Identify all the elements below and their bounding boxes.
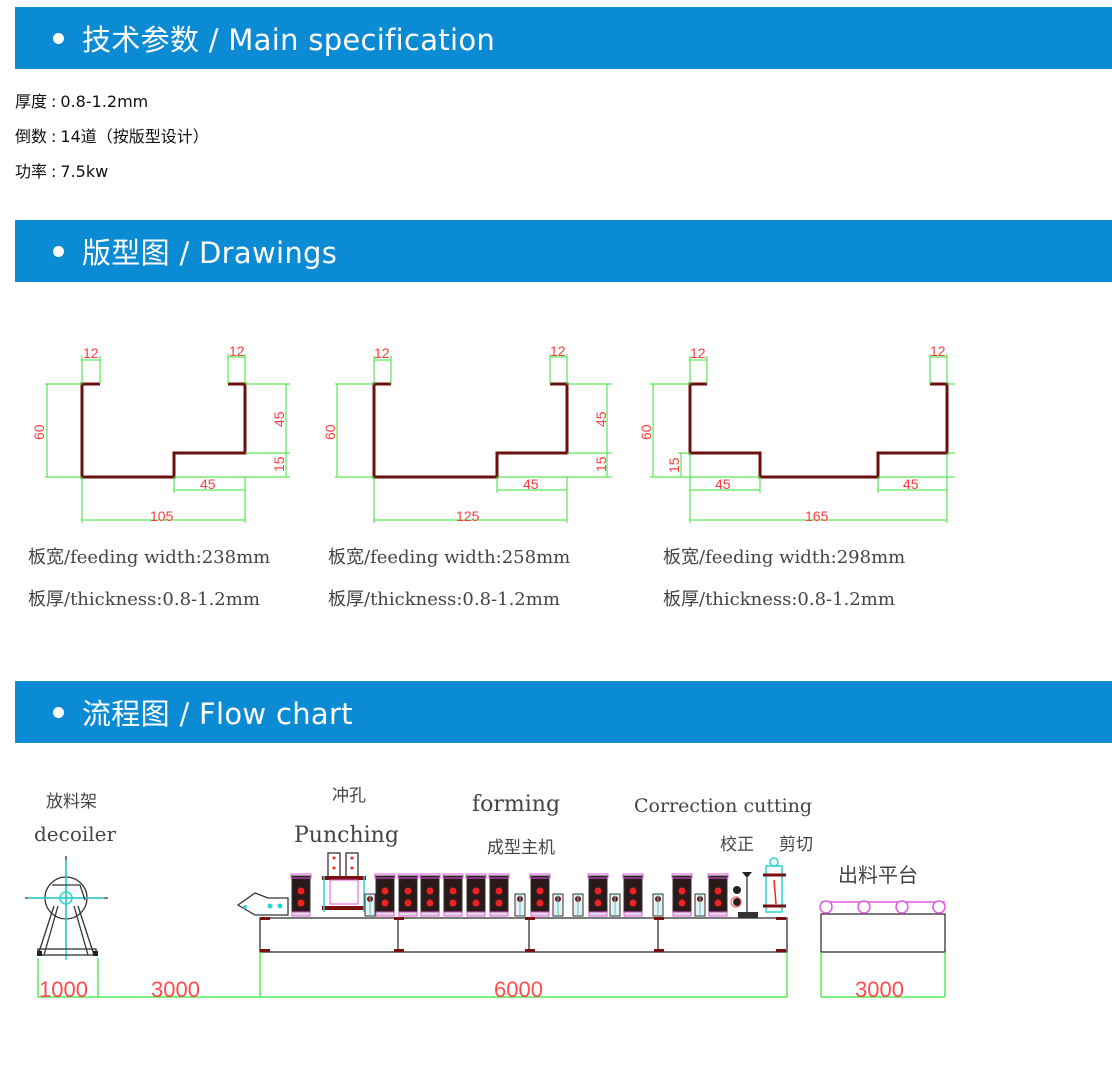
label-decoiler-cn: 放料架	[46, 792, 97, 812]
label-forming-cn: 成型主机	[487, 838, 555, 858]
profile-3-feeding-width: 板宽/feeding width:298mm	[663, 547, 906, 568]
label-forming-en: forming	[472, 792, 560, 817]
label-cutting-cn: 剪切	[779, 835, 813, 855]
section-title: 技术参数 / Main specification	[82, 23, 496, 57]
section-header-spec: 技术参数 / Main specification	[15, 7, 1112, 69]
label-punching-cn: 冲孔	[332, 786, 366, 806]
bullet-icon	[53, 245, 64, 257]
forming-stands	[290, 873, 729, 917]
section-header-drawings: 版型图 / Drawings	[15, 220, 1112, 282]
length-decoiler: 1000	[39, 977, 88, 1002]
length-gap: 3000	[151, 977, 200, 1002]
bullet-icon	[53, 706, 64, 718]
forming-stand-icon	[397, 873, 419, 917]
dim-step: 15	[271, 456, 287, 472]
section-title: 版型图 / Drawings	[82, 236, 338, 270]
dim-step-width: 45	[200, 476, 216, 492]
main-machine-base	[259, 917, 788, 953]
spec-passes: 倒数:14道（按版型设计）	[15, 127, 209, 146]
forming-stand-icon	[419, 873, 441, 917]
cutting-unit-icon	[763, 857, 786, 913]
forming-stand-icon	[529, 873, 551, 917]
forming-stand-icon	[442, 873, 464, 917]
forming-stand-icon	[587, 873, 609, 917]
decoiler-icon	[25, 856, 108, 960]
guide-stand-icon	[572, 893, 584, 917]
entry-guide-icon	[236, 892, 289, 916]
bullet-icon	[53, 32, 64, 44]
spec-thickness: 厚度:0.8-1.2mm	[15, 92, 149, 111]
dim-lip-right: 12	[229, 343, 245, 359]
guide-stand-icon	[552, 893, 564, 917]
dim-total-width: 105	[150, 508, 174, 524]
dim-lip-right: 12	[550, 343, 566, 359]
guide-stand-icon	[514, 893, 526, 917]
dim-step-width: 45	[523, 476, 539, 492]
profile-3-shape	[688, 382, 949, 479]
dim-lip-right: 12	[930, 343, 946, 359]
forming-stand-icon	[488, 873, 510, 917]
output-table-icon	[819, 900, 946, 953]
label-correction-cutting-en: Correction cutting	[634, 795, 812, 817]
dim-total-width: 125	[456, 508, 480, 524]
spec-power: 功率:7.5kw	[15, 162, 109, 181]
flow-chart-diagram: .g{stroke:#33e633;stroke-width:1.2;fill:…	[25, 786, 946, 1002]
dim-step: 15	[593, 456, 609, 472]
profile-drawings: .dl{stroke:#33e633;stroke-width:1;fill:n…	[31, 343, 955, 524]
dim-upper: 45	[593, 411, 609, 427]
dim-upper: 45	[271, 411, 287, 427]
forming-stand-icon	[622, 873, 644, 917]
guide-stand-icon	[652, 893, 664, 917]
profile-1-feeding-width: 板宽/feeding width:238mm	[28, 547, 271, 568]
guide-stand-icon	[364, 893, 376, 917]
profile-2-thickness: 板厚/thickness:0.8-1.2mm	[328, 589, 560, 610]
forming-stand-icon	[374, 873, 396, 917]
length-main-machine: 6000	[494, 977, 543, 1002]
profile-1: 12 12 60 45 15 45 105	[31, 343, 290, 524]
dim-height: 60	[31, 424, 47, 440]
guide-stand-icon	[609, 893, 621, 917]
forming-stand-icon	[465, 873, 487, 917]
section-header-flow: 流程图 / Flow chart	[15, 681, 1112, 743]
label-decoiler-en: decoiler	[34, 822, 117, 846]
profile-3-thickness: 板厚/thickness:0.8-1.2mm	[663, 589, 895, 610]
label-punching-en: Punching	[294, 823, 399, 848]
forming-stand-icon	[671, 873, 693, 917]
label-output-table-cn: 出料平台	[838, 863, 918, 887]
dim-lip-left: 12	[83, 345, 99, 361]
dim-total-width: 165	[805, 508, 829, 524]
guide-stand-icon	[694, 893, 706, 917]
profile-2-feeding-width: 板宽/feeding width:258mm	[328, 547, 571, 568]
dim-height: 60	[638, 424, 654, 440]
profile-1-thickness: 板厚/thickness:0.8-1.2mm	[28, 589, 260, 610]
dim-step-width-left: 45	[715, 476, 731, 492]
length-output-table: 3000	[855, 977, 904, 1002]
forming-stand-icon	[707, 873, 729, 917]
profile-3: 12 12 60 15 45 45 165	[638, 343, 955, 524]
profile-1-shape	[80, 382, 247, 479]
forming-stand-icon	[290, 873, 312, 917]
section-title: 流程图 / Flow chart	[82, 697, 353, 731]
dim-lip-left: 12	[374, 345, 390, 361]
profile-2: 12 12 60 45 15 45 125	[322, 343, 612, 524]
profile-2-shape	[372, 382, 569, 479]
punching-press-icon	[322, 852, 366, 912]
label-correction-cn: 校正	[720, 835, 754, 855]
length-dimensions: 1000 3000 6000 3000	[37, 952, 946, 1002]
dim-step-width-right: 45	[903, 476, 919, 492]
dim-height: 60	[322, 424, 338, 440]
correction-unit-icon	[730, 872, 758, 918]
dim-step: 15	[666, 457, 682, 473]
dim-lip-left: 12	[690, 345, 706, 361]
